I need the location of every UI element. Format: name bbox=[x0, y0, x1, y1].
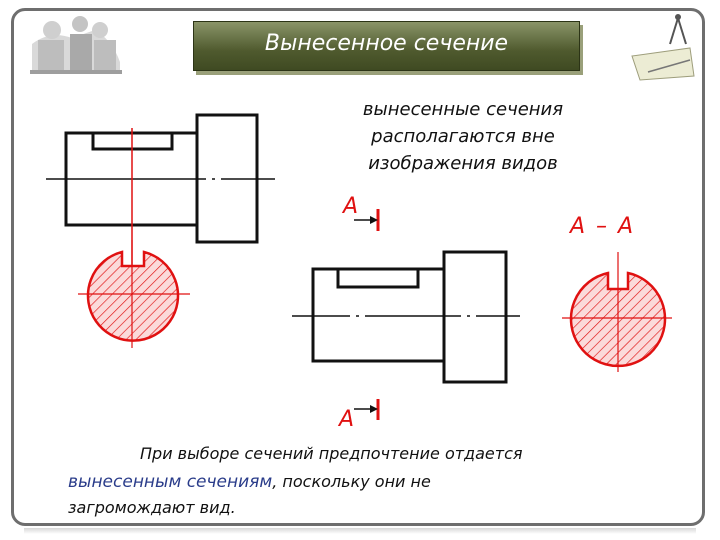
caption-line-2: располагаются вне bbox=[371, 126, 555, 147]
section-label-bottom: А bbox=[339, 407, 355, 432]
bottom-shadow bbox=[24, 528, 696, 534]
note-line-2: вынесенным сечениям, поскольку они не bbox=[68, 472, 431, 492]
section-left bbox=[78, 240, 190, 348]
section-view-label: А – А bbox=[570, 214, 636, 239]
drafting-tools-icon bbox=[631, 14, 695, 81]
caption: вынесенные сечения располагаются вне изо… bbox=[318, 96, 608, 177]
title-banner: Вынесенное сечение bbox=[193, 21, 580, 71]
cutting-plane-mark-bottom bbox=[354, 399, 380, 420]
section-right bbox=[562, 252, 672, 372]
caption-line-1: вынесенные сечения bbox=[362, 99, 564, 120]
people-logo-icon bbox=[30, 16, 122, 74]
caption-line-3: изображения видов bbox=[368, 153, 558, 174]
note-line-1: При выборе сечений предпочтение отдается bbox=[140, 444, 523, 463]
note-line-2-rest: , поскольку они не bbox=[272, 472, 431, 491]
slide-title: Вынесенное сечение bbox=[264, 31, 509, 56]
shaft-view-middle bbox=[311, 250, 508, 384]
cutting-plane-mark-top bbox=[354, 209, 380, 231]
note-line-3: загромождают вид. bbox=[68, 498, 236, 517]
section-label-top: А bbox=[343, 194, 359, 219]
note-highlight: вынесенным сечениям bbox=[68, 472, 273, 492]
